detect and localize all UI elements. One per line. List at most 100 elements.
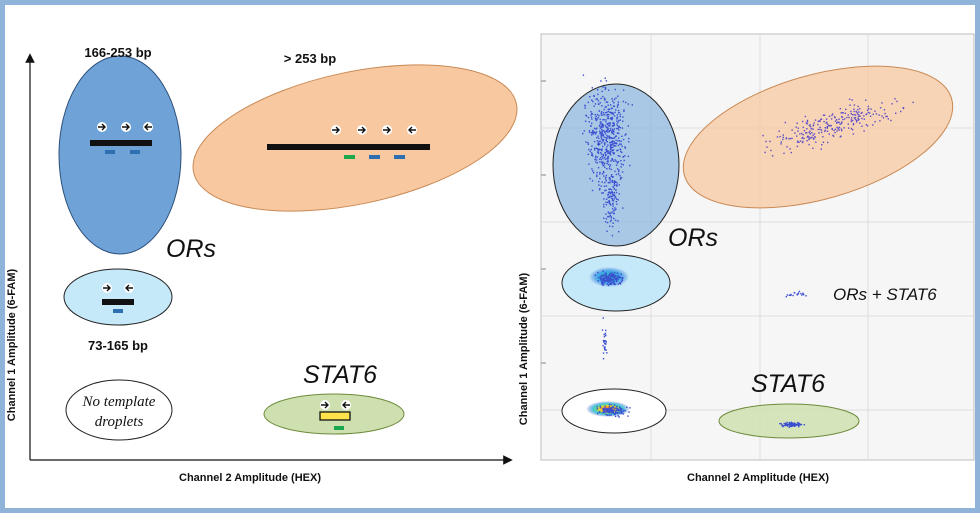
droplet-point <box>807 135 809 137</box>
droplet-point <box>606 101 609 103</box>
ors-short-droplets <box>594 270 624 287</box>
droplet-point <box>608 283 610 285</box>
droplet-point <box>830 124 832 127</box>
droplet-point <box>613 277 615 279</box>
droplet-point <box>624 146 626 148</box>
droplet-point <box>609 127 612 130</box>
droplet-point <box>602 317 604 319</box>
droplet-point <box>605 130 608 133</box>
droplet-point <box>612 137 614 140</box>
droplet-point <box>604 166 606 168</box>
droplet-point <box>602 192 604 194</box>
droplet-point <box>842 118 844 121</box>
droplet-point <box>603 171 605 174</box>
droplet-point <box>609 111 611 113</box>
droplet-point <box>591 131 594 134</box>
droplet-point <box>618 169 620 171</box>
droplet-point <box>624 134 626 136</box>
droplet-point <box>611 411 614 413</box>
droplet-point <box>606 161 608 163</box>
droplet-point <box>605 340 607 342</box>
droplet-point <box>598 140 600 143</box>
droplet-point <box>608 188 610 190</box>
droplet-point <box>791 424 794 427</box>
droplet-point <box>613 283 616 285</box>
droplet-point <box>628 411 630 413</box>
droplet-point <box>798 290 801 293</box>
droplet-point <box>610 411 612 413</box>
droplet-point <box>601 411 604 414</box>
droplet-point <box>797 424 799 426</box>
droplet-point <box>603 130 606 133</box>
droplet-point <box>616 125 619 127</box>
droplet-point <box>599 171 601 174</box>
droplet-point <box>612 202 614 205</box>
droplet-point <box>617 415 619 417</box>
droplet-point <box>613 98 616 101</box>
droplet-point <box>620 176 622 179</box>
droplet-point <box>618 231 620 233</box>
droplet-point <box>596 406 598 408</box>
droplet-point <box>618 193 620 195</box>
droplet-point <box>599 277 602 279</box>
droplet-point <box>604 279 606 282</box>
droplet-point <box>604 88 606 91</box>
droplet-point <box>612 125 614 127</box>
droplet-point <box>615 145 617 147</box>
droplet-point <box>616 149 618 152</box>
droplet-point <box>604 178 607 180</box>
droplet-point <box>900 110 902 113</box>
droplet-point <box>619 175 621 177</box>
droplet-point <box>597 103 600 105</box>
droplet-point <box>620 163 623 165</box>
droplet-point <box>818 132 820 134</box>
droplet-point <box>590 154 593 156</box>
droplet-point <box>606 230 608 232</box>
droplet-point <box>608 279 610 281</box>
droplet-point <box>855 110 857 113</box>
droplet-point <box>609 180 611 182</box>
droplet-point <box>819 120 821 122</box>
droplet-point <box>591 87 593 89</box>
droplet-point <box>594 133 597 135</box>
droplet-point <box>781 424 783 426</box>
droplet-point <box>618 406 621 408</box>
droplet-point <box>589 150 591 152</box>
droplet-point <box>607 274 609 277</box>
droplet-point <box>866 125 869 127</box>
droplet-point <box>601 155 603 158</box>
droplet-point <box>850 110 852 113</box>
droplet-point <box>600 149 602 151</box>
droplet-point <box>602 153 605 156</box>
droplet-point <box>780 141 782 143</box>
droplet-point <box>801 294 803 296</box>
droplet-point <box>612 410 614 412</box>
droplet-point <box>603 411 606 414</box>
droplet-point <box>597 280 599 282</box>
primer-arrow-icon <box>382 125 392 135</box>
droplet-point <box>607 156 609 158</box>
droplet-point <box>617 278 619 280</box>
droplet-point <box>592 131 595 134</box>
droplet-point <box>605 213 607 215</box>
droplet-point <box>610 404 612 406</box>
droplet-point <box>598 149 600 151</box>
droplet-point <box>601 124 603 126</box>
droplet-point <box>602 155 605 157</box>
droplet-point <box>607 144 609 146</box>
droplet-point <box>604 77 606 79</box>
droplet-point <box>794 422 796 424</box>
amplicon-bar <box>90 140 152 146</box>
droplet-point <box>617 168 619 170</box>
intermediate-droplets <box>601 317 608 360</box>
droplet-point <box>874 121 876 123</box>
droplet-point <box>612 140 614 142</box>
droplet-point <box>795 424 797 427</box>
droplet-point <box>607 161 609 163</box>
droplet-point <box>595 128 597 130</box>
droplet-point <box>594 157 597 159</box>
droplet-point <box>611 146 613 149</box>
droplet-point <box>785 424 787 427</box>
droplet-point <box>609 178 612 180</box>
